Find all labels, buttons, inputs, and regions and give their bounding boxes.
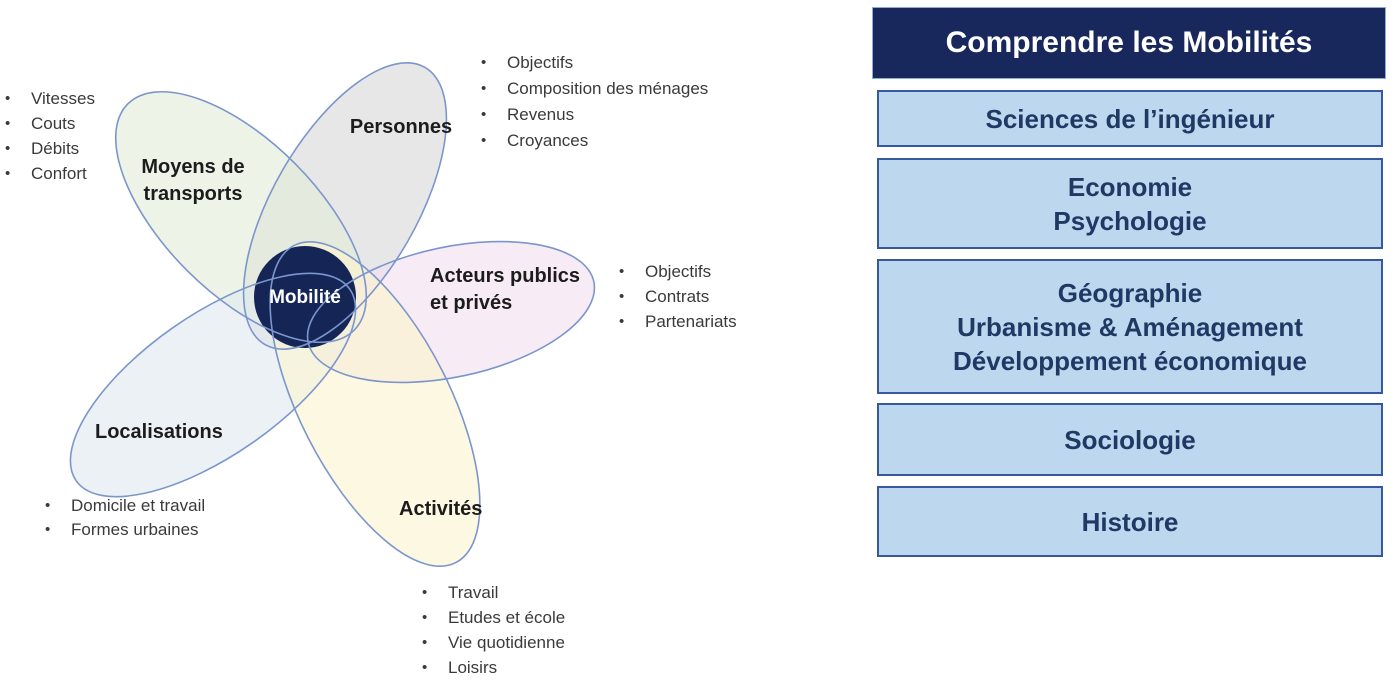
petal-activites-outline [269,240,481,568]
discipline-label: Histoire [1081,506,1179,537]
discipline-label: Sciences de l’ingénieur [985,103,1275,134]
discipline-box-sciences-ingenieur: Sciences de l’ingénieur [877,90,1383,147]
list-item: Loisirs [419,655,565,680]
list-item: Vitesses [2,86,95,111]
petal-acteurs-outline [306,240,596,384]
list-item: Vie quotidienne [419,630,565,655]
label-activites: Activités [399,498,483,520]
bullet-list-localisations: Domicile et travail Formes urbaines [42,494,205,542]
list-item: Contrats [616,284,737,309]
list-item: Travail [419,580,565,605]
list-item: Etudes et école [419,605,565,630]
discipline-label: Développement économique [953,345,1307,376]
label-localisations: Localisations [95,421,223,443]
petal-localisations-outline [69,272,357,498]
discipline-box-economie-psychologie: Economie Psychologie [877,158,1383,249]
discipline-label: Economie [1067,171,1193,202]
list-item: Objectifs [478,50,708,76]
label-line: Moyens de [141,156,245,178]
discipline-box-sociologie: Sociologie [877,403,1383,476]
discipline-label: Sociologie [1064,424,1196,455]
list-item: Objectifs [616,259,737,284]
bullet-list-acteurs-publics-prives: Objectifs Contrats Partenariats [616,259,737,334]
label-moyens-de-transports: Moyens de transports [108,154,278,208]
list-item: Confort [2,161,95,186]
list-item: Domicile et travail [42,494,205,518]
label-line: transports [143,183,243,205]
discipline-box-histoire: Histoire [877,486,1383,557]
mobilite-center-circle [254,246,356,348]
bullet-list-personnes: Objectifs Composition des ménages Revenu… [478,50,708,154]
discipline-label: Géographie [1057,277,1203,308]
list-item: Croyances [478,128,708,154]
list-item: Revenus [478,102,708,128]
list-item: Formes urbaines [42,518,205,542]
petal-moyens-outline [114,90,368,344]
petal-personnes-outline [242,62,448,350]
bullet-list-activites: Travail Etudes et école Vie quotidienne … [419,580,565,680]
discipline-label: Urbanisme & Aménagement [957,311,1303,342]
panel-title: Comprendre les Mobilités [872,7,1386,79]
list-item: Composition des ménages [478,76,708,102]
discipline-box-geographie-urbanisme-developpement: Géographie Urbanisme & Aménagement Dével… [877,259,1383,394]
label-acteurs-publics-prives: Acteurs publics et privés [430,263,580,317]
label-personnes: Personnes [349,116,453,138]
label-mobilite: Mobilité [269,287,341,308]
discipline-label: Psychologie [1053,205,1207,236]
list-item: Couts [2,111,95,136]
bullet-list-moyens-de-transports: Vitesses Couts Débits Confort [2,86,95,186]
list-item: Partenariats [616,309,737,334]
mobility-venn-flower [69,62,596,568]
label-line: et privés [430,292,513,314]
list-item: Débits [2,136,95,161]
label-line: Acteurs publics [430,265,581,287]
